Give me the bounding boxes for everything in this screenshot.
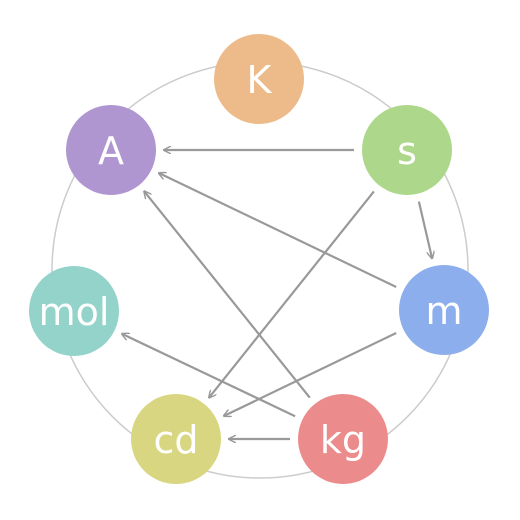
node-label-K: K: [247, 58, 273, 102]
node-kg: kg: [298, 394, 388, 484]
node-circle-m: [399, 265, 489, 355]
node-m: m: [399, 265, 489, 355]
node-circle-cd: [131, 394, 221, 484]
edge-kg-to-A: [144, 191, 311, 399]
edge-kg-to-mol: [122, 334, 296, 418]
node-circle-s: [362, 105, 452, 195]
node-circle-A: [66, 105, 156, 195]
edge-s-to-cd: [209, 190, 375, 397]
node-circle-mol: [29, 266, 119, 356]
edge-m-to-cd: [224, 332, 397, 416]
node-circle-kg: [298, 394, 388, 484]
node-K: K: [214, 34, 304, 124]
node-layer: Ks m kg cd mol A: [29, 34, 489, 484]
node-circle-K: [214, 34, 304, 124]
node-label-A: A: [98, 129, 124, 173]
edge-layer: [122, 150, 432, 439]
edge-s-to-m: [417, 201, 432, 259]
node-label-cd: cd: [153, 418, 198, 462]
node-A: A: [66, 105, 156, 195]
node-label-m: m: [425, 289, 462, 333]
node-cd: cd: [131, 394, 221, 484]
node-label-s: s: [397, 129, 417, 173]
edge-m-to-A: [159, 173, 397, 288]
node-s: s: [362, 105, 452, 195]
node-label-kg: kg: [320, 418, 366, 462]
node-mol: mol: [29, 266, 119, 356]
node-label-mol: mol: [39, 290, 110, 334]
